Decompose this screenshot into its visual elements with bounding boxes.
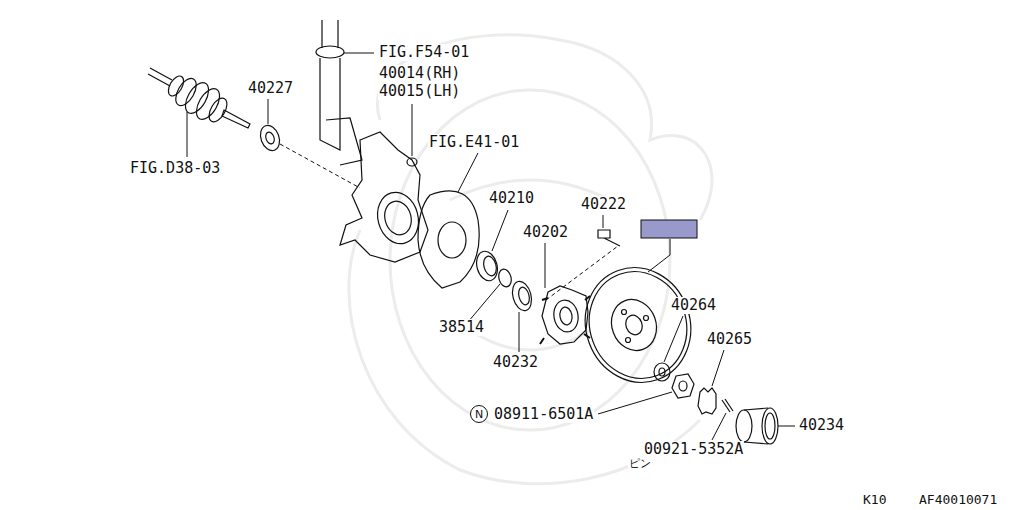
callout-number: FIG.D38-03 bbox=[129, 160, 221, 177]
callout-number: 40227 bbox=[247, 80, 294, 97]
callout-number: 00921-5352A bbox=[643, 441, 744, 458]
callout-number: 40234 bbox=[798, 417, 845, 434]
callout-number: 40202 bbox=[522, 224, 569, 241]
callout-number: FIG.F54-01 bbox=[378, 44, 470, 61]
figure-code: AF40010071 bbox=[918, 493, 998, 508]
node-text: N bbox=[475, 409, 483, 420]
note-text: ピン bbox=[628, 458, 652, 471]
callout-number: FIG.E41-01 bbox=[428, 134, 520, 151]
callout-number: 40222 bbox=[580, 196, 627, 213]
highlight-box bbox=[641, 220, 697, 238]
callout-number: 40015(LH) bbox=[378, 83, 461, 100]
callout-number: 40210 bbox=[488, 190, 535, 207]
callout-number: 40264 bbox=[670, 297, 717, 314]
callout-number: 08911-6501A bbox=[493, 406, 594, 423]
leader-lines bbox=[187, 53, 795, 440]
callout-number: 38514 bbox=[438, 319, 485, 336]
callout-number: 40265 bbox=[706, 331, 753, 348]
callout-number: 40014(RH) bbox=[378, 65, 461, 82]
callout-number: 40232 bbox=[492, 354, 539, 371]
figure-code: K10 bbox=[862, 493, 887, 508]
circled-letter: N bbox=[470, 405, 488, 423]
